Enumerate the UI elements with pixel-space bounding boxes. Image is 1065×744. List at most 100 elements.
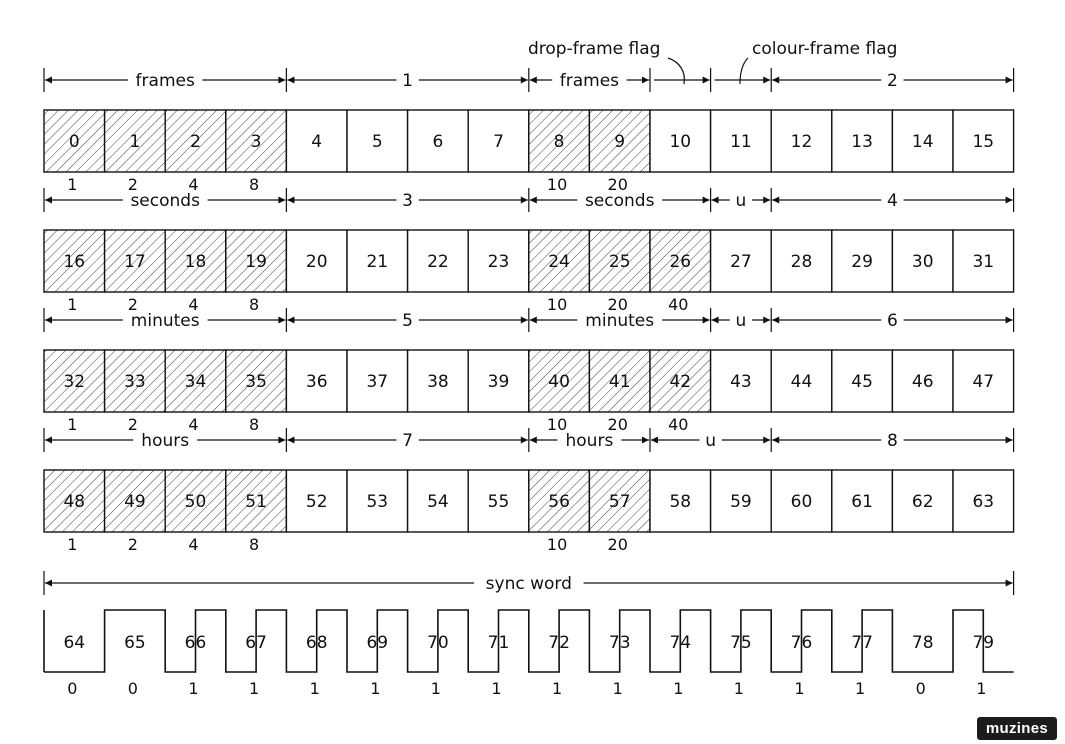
bit-box [709,469,772,533]
bit-number: 43 [730,372,752,392]
colour-frame-pointer [739,57,749,85]
bit-cell: 42 [649,349,712,413]
bit-weight: 40 [668,415,688,434]
sync-bit-value: 1 [188,679,198,698]
bit-number: 22 [427,252,449,272]
bit-box [467,109,530,173]
sync-bit-number: 70 [427,633,449,653]
bit-number: 51 [245,492,267,512]
sync-waveform [44,609,1014,673]
bit-number: 23 [488,252,510,272]
bit-box [770,229,833,293]
field-span: minutes [43,308,286,332]
bit-cell: 5 [346,109,409,173]
bit-number: 18 [185,252,207,272]
bit-weight: 8 [249,535,259,554]
field-span: 3 [285,188,528,212]
bit-number: 15 [972,132,994,152]
field-span: 1 [285,68,528,92]
bit-box [346,229,409,293]
span-label: u [705,431,716,451]
bit-number: 8 [554,132,565,152]
bit-cell: 46 [891,349,954,413]
bit-number: 21 [366,252,388,272]
bit-number: 63 [972,492,994,512]
bit-number: 2 [190,132,201,152]
span-label: minutes [585,311,654,331]
sync-bit-number: 78 [912,633,934,653]
bit-number: 29 [851,252,873,272]
bit-number: 37 [366,372,388,392]
bit-box [346,349,409,413]
field-span: seconds [528,188,710,212]
bit-number: 54 [427,492,449,512]
span-label: 8 [887,431,898,451]
bit-cell: 30 [891,229,954,293]
bit-box [831,349,894,413]
bit-cell: 60 [770,469,833,533]
bit-number: 35 [245,372,267,392]
bit-cell: 41 [588,349,651,413]
field-span: hours [528,428,649,452]
bit-cell: 11 [709,109,772,173]
bit-cell: 47 [952,349,1015,413]
bit-number: 25 [609,252,631,272]
bit-cell: 39 [467,349,530,413]
sync-bit-value: 1 [491,679,501,698]
bit-cell: 49 [103,469,166,533]
bit-number: 61 [851,492,873,512]
field-span: minutes [528,308,710,332]
sync-bit-number: 74 [669,633,691,653]
sync-bit-number: 67 [245,633,267,653]
field-span: u [709,188,771,212]
bit-cell: 52 [285,469,348,533]
bit-cell: 29 [831,229,894,293]
bit-number: 50 [185,492,207,512]
bit-box [467,229,530,293]
bit-weight: 10 [547,175,567,194]
sync-bit-number: 79 [972,633,994,653]
field-span: 5 [285,308,528,332]
sync-bit-value: 1 [613,679,623,698]
bit-cell: 43 [709,349,772,413]
span-label: 2 [887,71,898,91]
sync-bit-value: 1 [310,679,320,698]
bit-box [346,469,409,533]
bit-box [770,349,833,413]
span-label: 4 [887,191,898,211]
bit-cell: 51 [225,469,288,533]
sync-bit-number: 75 [730,633,752,653]
bit-cell: 59 [709,469,772,533]
bit-box [588,349,651,413]
bit-number: 1 [129,132,140,152]
bit-cell: 26 [649,229,712,293]
field-span [649,68,710,92]
bit-box [406,109,469,173]
sync-bit-value: 1 [552,679,562,698]
bit-number: 31 [972,252,994,272]
bit-weight: 8 [249,415,259,434]
bit-number: 11 [730,132,752,152]
sync-bit-value: 0 [916,679,926,698]
bit-weight: 4 [188,415,198,434]
bit-number: 58 [669,492,691,512]
bit-cell: 58 [649,469,712,533]
bit-number: 53 [366,492,388,512]
bit-box [831,469,894,533]
bit-cell: 38 [406,349,469,413]
bit-cell: 13 [831,109,894,173]
bit-number: 27 [730,252,752,272]
bit-box [588,229,651,293]
bit-cell: 27 [709,229,772,293]
bit-box [952,229,1015,293]
bit-cell: 35 [225,349,288,413]
bit-cell: 34 [164,349,227,413]
bit-weight: 4 [188,175,198,194]
bit-box [952,109,1015,173]
span-label: hours [566,431,614,451]
bit-box [831,229,894,293]
bit-weight: 1 [67,415,77,434]
field-span: frames [528,68,649,92]
